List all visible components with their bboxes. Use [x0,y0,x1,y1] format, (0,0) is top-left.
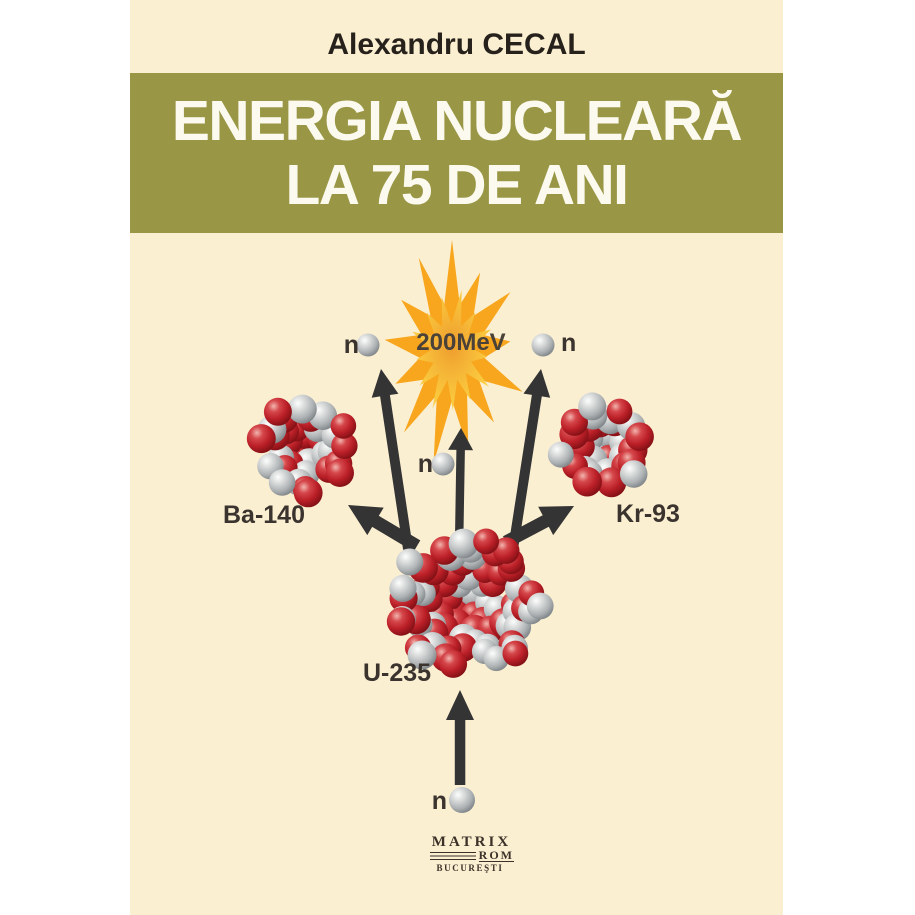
incident-neutron-arrow [446,690,474,785]
nucleon-sphere [389,574,417,603]
neutron-middle-label: n [418,450,433,478]
neutron-left-label: n [344,331,359,359]
arrow-to-barium [348,505,421,552]
nucleon-sphere [293,478,323,508]
barium-140-nucleus [246,394,358,508]
book-cover: Alexandru CECAL ENERGIA NUCLEARĂ LA 75 D… [130,0,783,915]
nucleon-sphere [547,441,574,468]
fission-arrows [348,369,574,785]
nucleon-sphere [386,607,416,636]
fission-diagram: 200MeV n n n n Ba-140 Kr-93 U-235 [223,239,680,815]
nucleon-sphere [407,640,437,670]
uranium-label: U-235 [363,659,431,687]
nucleon-sphere [263,397,292,426]
nucleon-sphere [596,467,627,498]
energy-label: 200MeV [416,329,505,356]
uranium-235-nucleus [386,528,554,678]
title-band: ENERGIA NUCLEARĂ LA 75 DE ANI [130,73,783,233]
neutron-bottom [449,787,475,813]
krypton-label: Kr-93 [616,500,680,528]
publisher-name-bottom: ROM [478,847,514,862]
logo-lines-decoration [430,851,476,860]
neutron-right [531,333,555,357]
nucleon-sphere [287,394,317,424]
publisher-city: BUCUREŞTI [436,863,504,873]
nucleon-sphere [473,528,499,555]
author-name: Alexandru CECAL [327,28,586,61]
nucleon-sphere [572,466,602,497]
publisher-name-top: MATRIX [431,834,512,850]
nucleon-sphere [502,640,529,667]
arrow-to-left-neutron [371,369,413,550]
neutron-bottom-label: n [432,787,447,815]
nucleon-sphere [619,460,648,488]
title-line-1: ENERGIA NUCLEARĂ [171,89,743,153]
nucleon-sphere [331,432,358,459]
arrow-to-krypton [503,506,574,548]
nucleon-sphere [396,548,424,576]
arrow-to-middle-neutron [448,428,474,550]
nucleon-sphere [448,528,479,559]
neutron-right-label: n [561,329,576,357]
title-line-2: LA 75 DE ANI [285,153,629,217]
nucleon-sphere [246,424,276,454]
krypton-93-nucleus [547,392,654,498]
barium-label: Ba-140 [223,501,305,529]
nucleon-sphere [560,408,588,436]
neutron-left [356,333,380,357]
nucleon-sphere [325,458,354,487]
nucleon-sphere [526,592,554,620]
explosion-burst [384,239,523,464]
publisher-logo: MATRIX ROM BUCUREŞTI [426,834,514,873]
nucleon-sphere [330,413,357,439]
nucleon-sphere [606,398,633,425]
nucleon-sphere [268,469,296,496]
nucleon-sphere [625,422,654,452]
arrow-to-right-neutron [508,369,551,550]
explosion-inner-star [412,289,492,411]
publisher-logo-middle: ROM [426,847,514,862]
nucleon-sphere [578,392,607,421]
nucleon-sphere [492,537,520,564]
free-neutrons [356,333,555,813]
neutron-middle [431,452,455,476]
nucleon-sphere [439,650,468,678]
